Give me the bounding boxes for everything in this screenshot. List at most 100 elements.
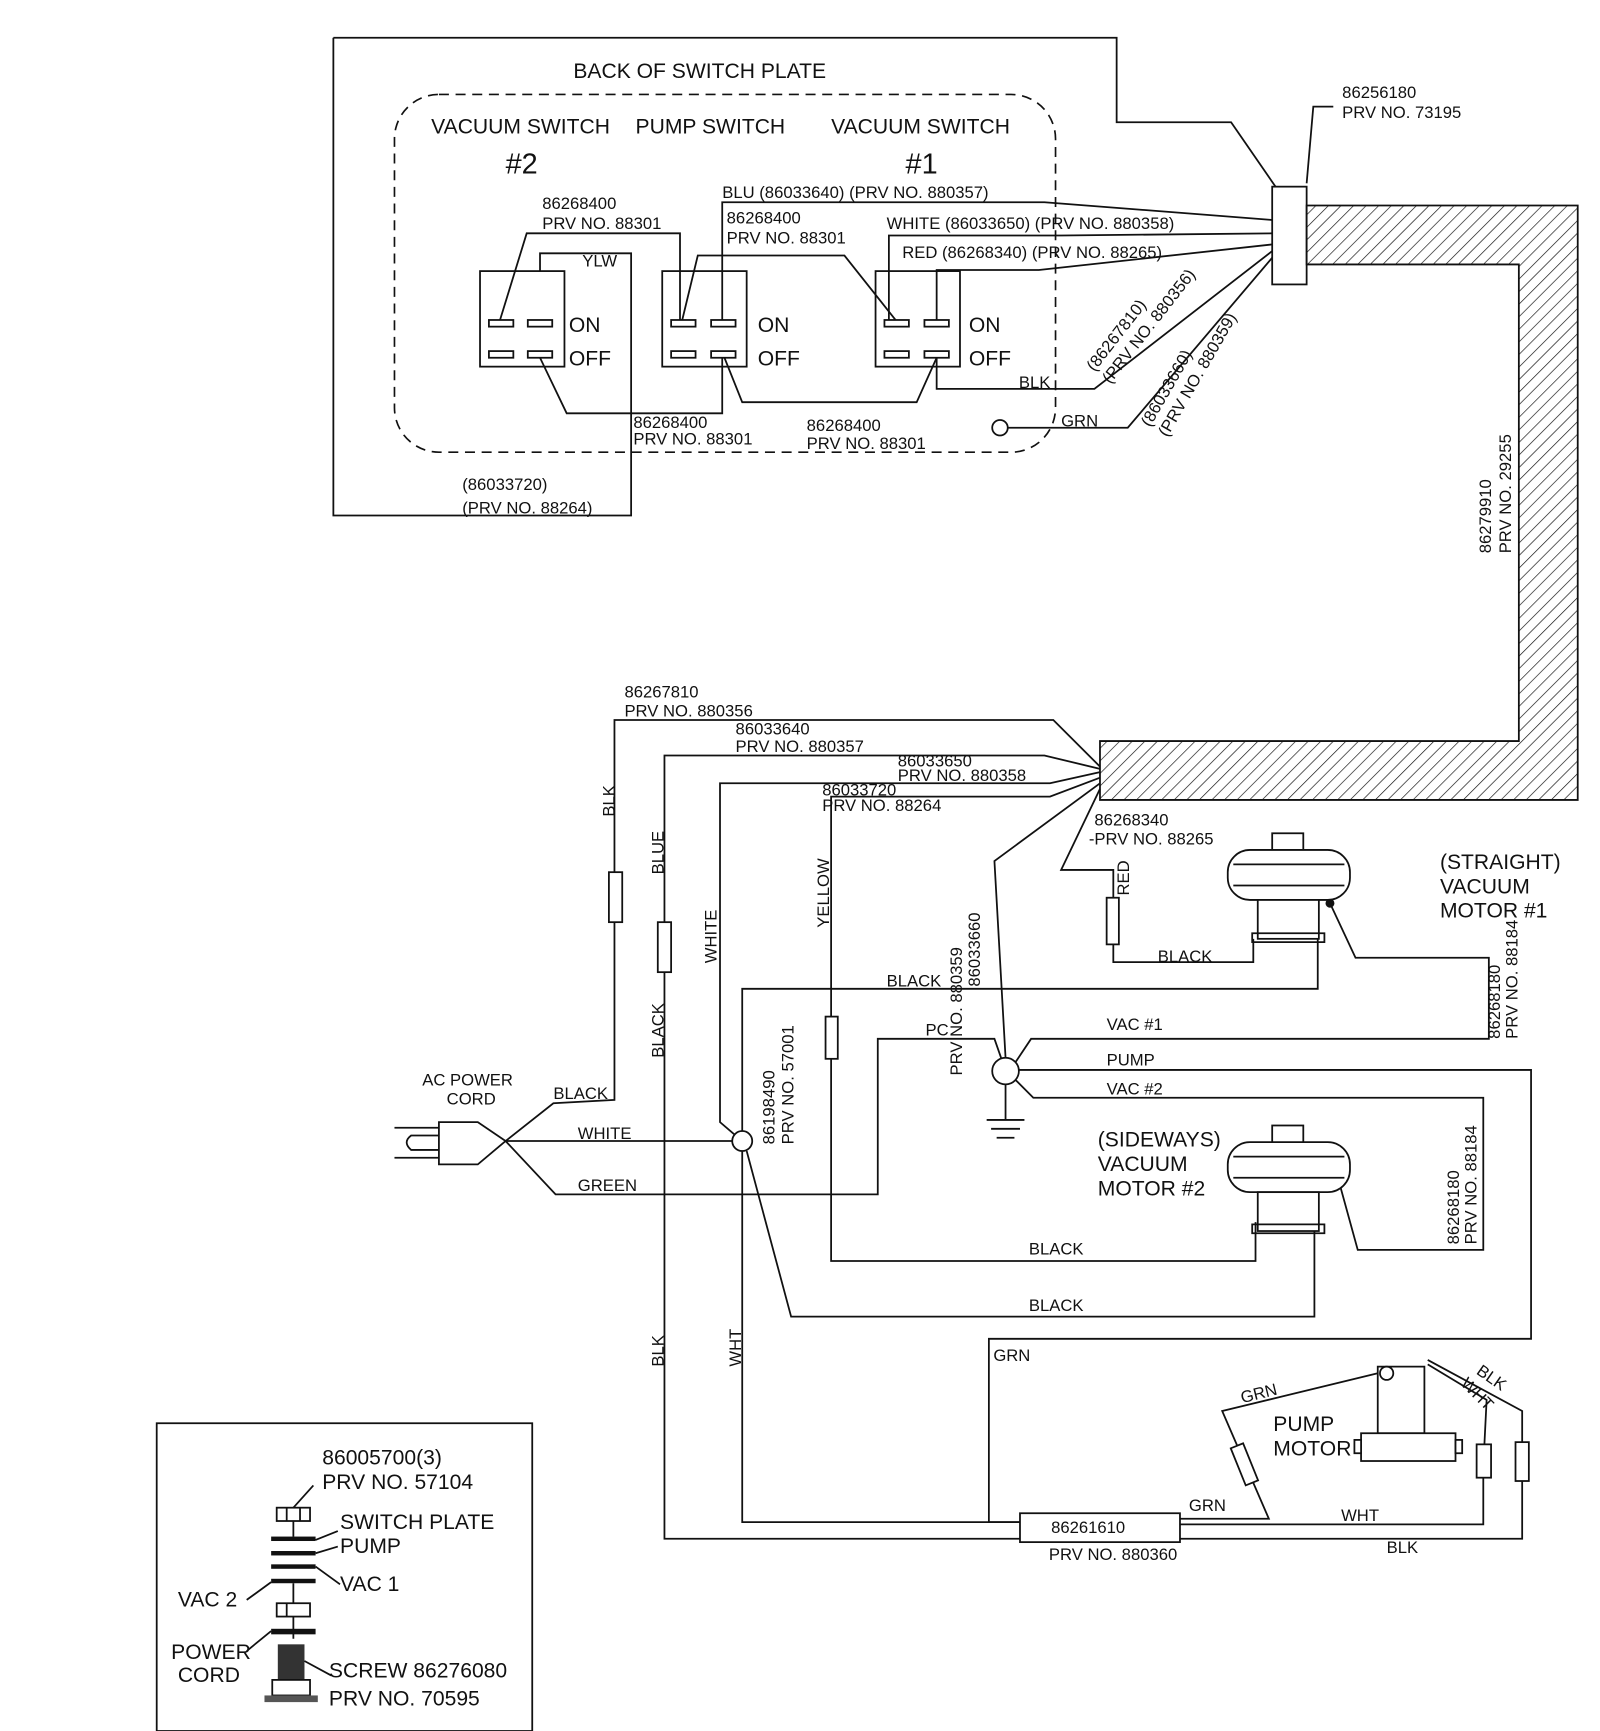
cord-green-label: GREEN — [578, 1176, 637, 1195]
jumper-wire — [681, 254, 897, 321]
pump-layer-label: PUMP — [340, 1535, 401, 1558]
black-label: BLACK — [887, 972, 942, 991]
stack-icon — [246, 1484, 341, 1703]
capacitor-label: 86261610 — [1051, 1518, 1125, 1537]
connector — [1514, 1441, 1530, 1482]
red-wire-label: RED (86268340) (PRV NO. 88265) — [902, 243, 1162, 262]
blk-label: BLK — [648, 1335, 667, 1366]
ylw-wire-label: YLW — [582, 252, 617, 271]
switch-stack-detail: 86005700(3)PRV NO. 57104 SWITCH PLATE PU… — [155, 1422, 534, 1731]
plate-outline — [332, 36, 1277, 517]
off-label: OFF — [758, 348, 800, 371]
white-wire — [887, 232, 1273, 320]
connector — [608, 871, 624, 924]
ground-junction — [991, 1056, 1020, 1086]
vac2-wire-label: VAC #2 — [1107, 1079, 1163, 1098]
off-label: OFF — [969, 348, 1011, 371]
switch-plate-layer-label: SWITCH PLATE — [340, 1511, 494, 1534]
wire-part-label: 86268340-PRV NO. 88265 — [1089, 811, 1214, 849]
connector — [1229, 1442, 1260, 1487]
pump-switch-label: PUMP SWITCH — [636, 115, 786, 138]
green-cord-wire — [504, 1037, 1004, 1196]
connector-block — [1271, 185, 1308, 286]
pump-wire-label: PUMP — [1107, 1050, 1155, 1069]
harness-label: 86279910PRV NO. 29255 — [1476, 434, 1515, 553]
pump-wire — [987, 1069, 1532, 1524]
blu-wire-label: BLU (86033640) (PRV NO. 880357) — [722, 183, 988, 202]
ylw-wire-part-label: (86033720)(PRV NO. 88264) — [462, 475, 592, 517]
capacitor-block — [1019, 1512, 1181, 1544]
vac1-switch: ON OFF — [874, 270, 1011, 371]
black-label: BLACK — [1158, 947, 1213, 966]
black-label: BLACK — [648, 1003, 667, 1058]
vacuum-motor-1-icon — [1226, 832, 1351, 944]
white-wire — [719, 771, 1101, 1137]
blk-wire — [935, 250, 1273, 390]
connector-leader — [1305, 105, 1334, 184]
terminal-dot — [1325, 898, 1335, 908]
switch-plate-title: BACK OF SWITCH PLATE — [573, 60, 826, 83]
vac2-layer-label: VAC 2 — [178, 1589, 237, 1612]
vac2-wire — [1014, 1079, 1485, 1251]
off-label: OFF — [569, 348, 611, 371]
wire-part-label: 86033660PRV NO. 880359 — [947, 912, 984, 1075]
grn-wire — [993, 782, 1101, 1058]
blk-label: BLK — [599, 785, 618, 816]
ac-plug-icon — [394, 1121, 507, 1166]
switch-plate-section: BACK OF SWITCH PLATE VACUUM SWITCH #2 PU… — [332, 36, 1579, 801]
jumper-wire — [499, 232, 681, 321]
ground-terminal — [991, 419, 1009, 437]
black-label: BLACK — [1029, 1239, 1084, 1258]
nut-label: 86005700(3)PRV NO. 57104 — [322, 1446, 473, 1493]
grn-label: GRN — [993, 1346, 1030, 1365]
pump-switch: ON OFF — [661, 270, 800, 371]
on-label: ON — [758, 314, 790, 337]
yellow-label: YELLOW — [814, 858, 833, 928]
grn-wire-label: GRN — [1061, 412, 1098, 431]
jumper-wire — [539, 357, 724, 415]
blk-label: BLK — [1387, 1538, 1418, 1557]
on-label: ON — [969, 314, 1001, 337]
red-wire — [935, 243, 1273, 320]
connector — [656, 921, 673, 974]
blue-wire — [663, 754, 1101, 1540]
vac1-wire-label: VAC #1 — [1107, 1015, 1163, 1034]
blu-wire — [721, 201, 1273, 320]
junction-label: 86198490PRV NO. 57001 — [759, 1025, 797, 1144]
white-wire-label: WHITE (86033650) (PRV NO. 880358) — [887, 214, 1175, 233]
cord-white-label: WHITE — [578, 1124, 632, 1143]
vac1-switch-label: VACUUM SWITCH — [831, 115, 1010, 138]
black-wire — [741, 933, 1319, 1132]
jumper-wire — [723, 357, 938, 404]
vacuum-motor-2-icon — [1226, 1124, 1351, 1235]
junction-terminal — [731, 1130, 754, 1152]
grn-wire — [1007, 257, 1273, 429]
motor1-wire-label: 86268180PRV NO. 88184 — [1485, 920, 1522, 1039]
blk-wire-label: BLK — [1019, 373, 1050, 392]
grn-label: GRN — [1239, 1380, 1280, 1407]
wht-wire — [741, 1151, 1020, 1524]
blue-label: BLUE — [648, 831, 667, 875]
pump-motor-icon — [1353, 1365, 1464, 1462]
vac1-layer-label: VAC 1 — [340, 1573, 399, 1596]
ground-symbol — [986, 1084, 1025, 1139]
wht-label: WHT — [726, 1329, 745, 1367]
white-label: WHITE — [702, 910, 721, 964]
vac2-switch-number: #2 — [506, 148, 538, 180]
red-label: RED — [1114, 860, 1133, 895]
